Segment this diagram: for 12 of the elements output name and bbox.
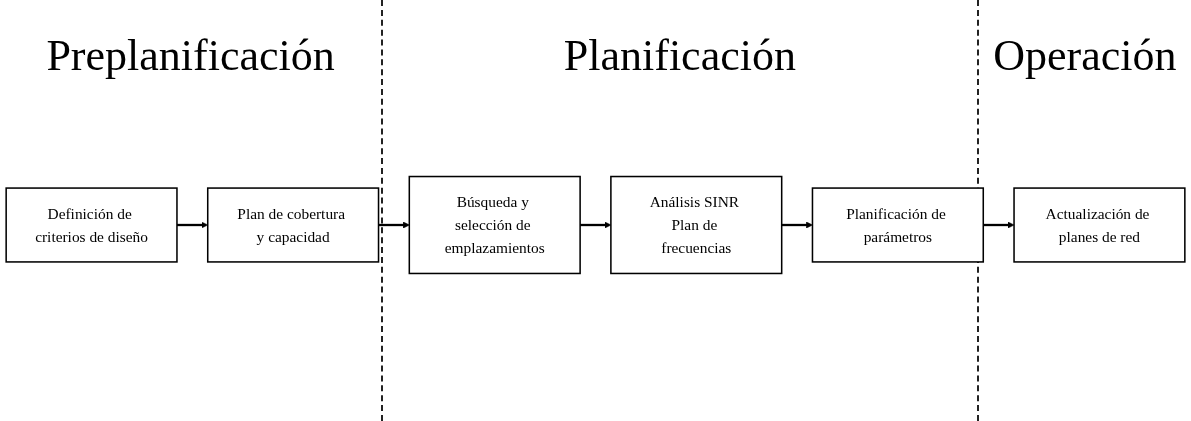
arrow [983,221,1015,229]
arrow [781,221,813,229]
arrow [378,221,410,229]
node-box: Plan de cobertura y capacidad [206,187,380,263]
node-box: Análisis SINR Plan de frecuencias [610,175,783,275]
node-box: Búsqueda y selección de emplazamientos [408,175,581,275]
phase-heading: Operación [993,30,1177,81]
node-box: Definición de criterios de diseño [5,187,178,263]
node-box: Planificación de parámetros [811,187,985,263]
phase-heading: Planificación [563,30,796,81]
node-box: Actualización de planes de red [1013,187,1186,263]
phase-heading: Preplanificación [46,30,335,81]
